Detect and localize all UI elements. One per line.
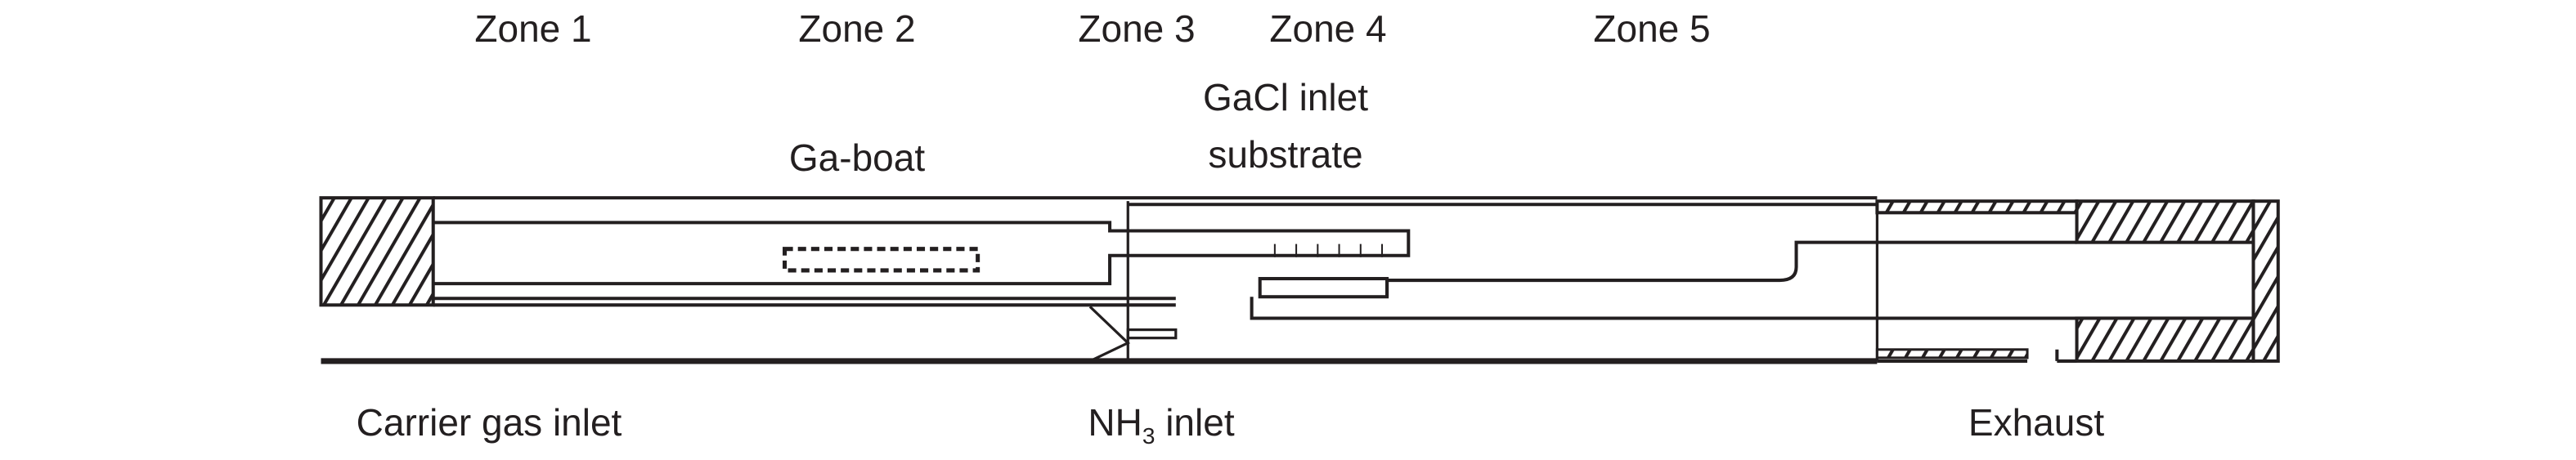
nh3-inlet-text: inlet [1155, 401, 1235, 444]
nh3-subscript: 3 [1142, 423, 1156, 449]
upper-exhaust-hatch [2075, 199, 2255, 244]
ga-source-tube [433, 221, 1411, 286]
zone-1-label: Zone 1 [474, 7, 592, 50]
zone-2-label: Zone 2 [798, 7, 916, 50]
upper-small-hatch [1875, 199, 2079, 215]
carrier-gas-tube [433, 297, 1176, 307]
nh3-inlet-label: NH3 inlet [1088, 400, 1234, 449]
exhaust-port [1877, 349, 2077, 363]
zone-5-label: Zone 5 [1593, 7, 1711, 50]
substrate-marks [1273, 243, 1384, 257]
nh3-text: NH [1088, 401, 1142, 444]
ga-boat-label: Ga-boat [788, 136, 926, 179]
exhaust-label: Exhaust [1968, 401, 2105, 444]
lower-exhaust-hatch [2075, 316, 2255, 363]
substrate-holder [1258, 277, 1389, 299]
zone-3-label: Zone 3 [1078, 7, 1196, 50]
gacl-inlet-label: GaCl inlet [1203, 76, 1368, 118]
nh3-inlet-tube [1126, 328, 1178, 340]
nh3-inlet-nozzle [1088, 306, 1131, 363]
outer-tube-top [433, 196, 1878, 207]
ga-boat [783, 247, 981, 273]
zone-4-label: Zone 4 [1269, 7, 1387, 50]
lower-small-hatch [1875, 348, 2029, 360]
holder-rod [1250, 240, 2255, 320]
carrier-gas-inlet-label: Carrier gas inlet [356, 401, 622, 444]
left-end-cap-hatch [319, 196, 435, 307]
right-end-cap-hatch [2251, 199, 2280, 363]
substrate-label: substrate [1208, 133, 1363, 176]
